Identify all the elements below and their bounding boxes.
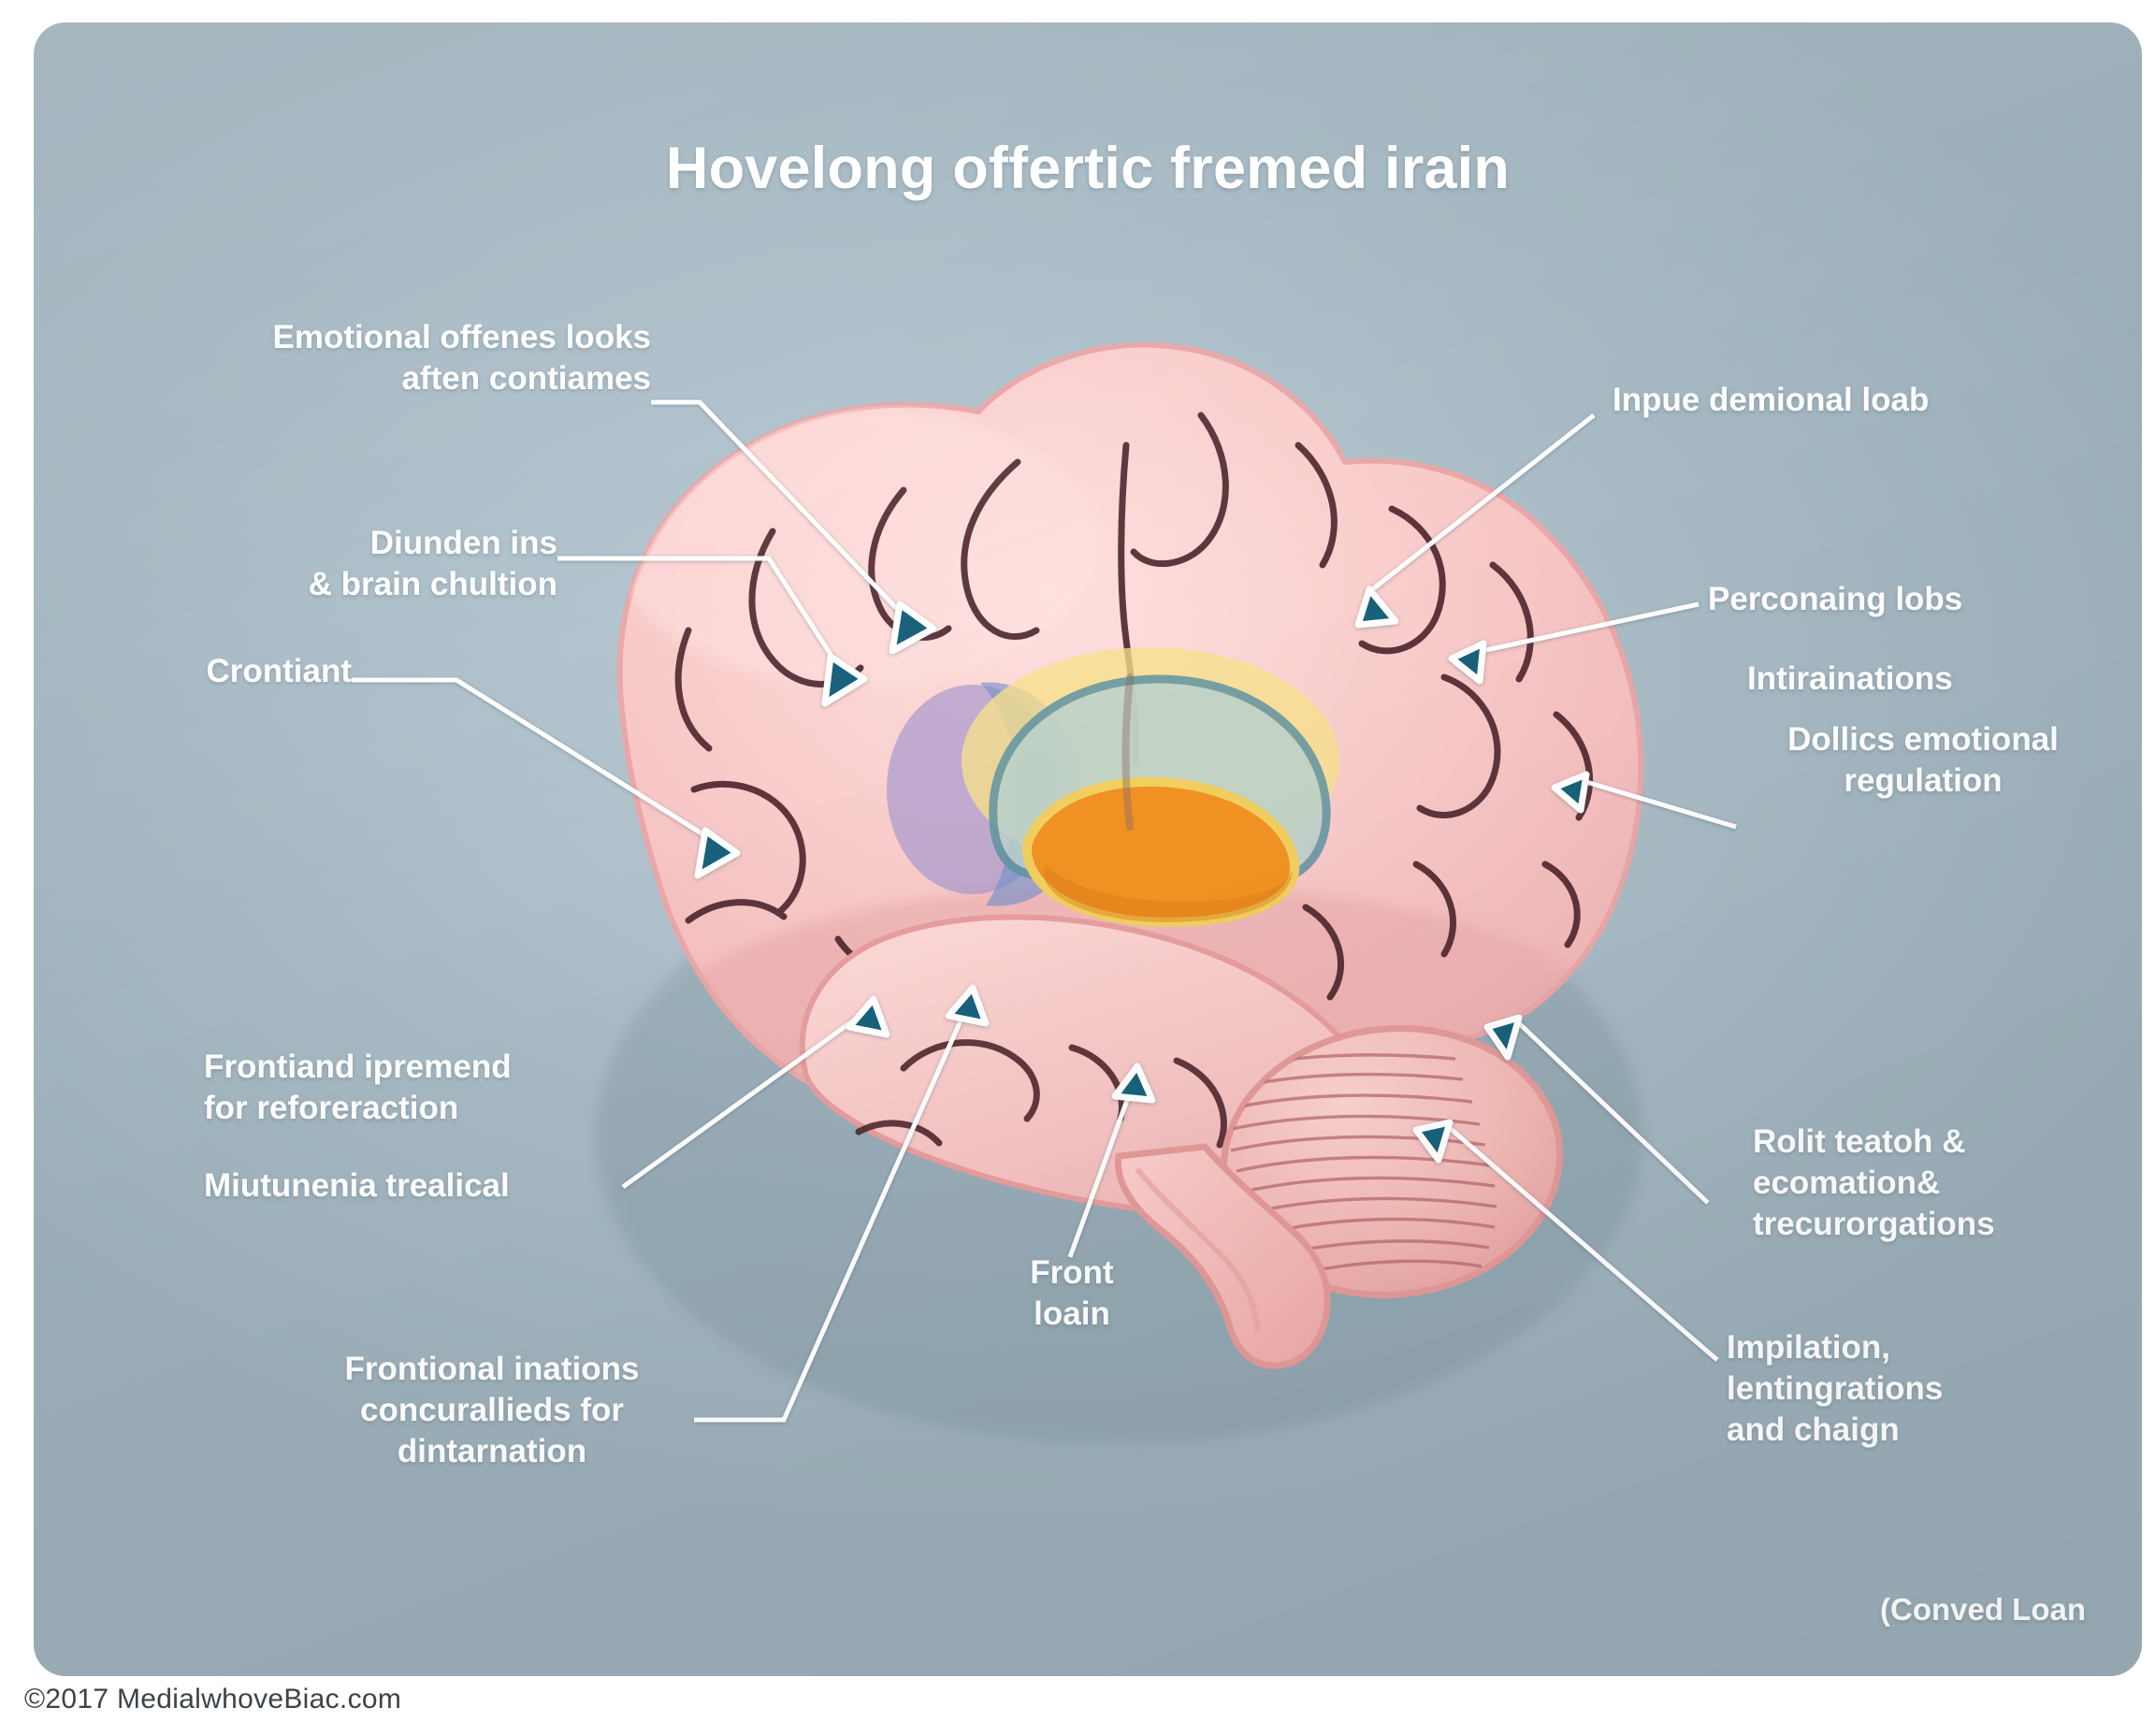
leader-emotional-offenes: [651, 399, 937, 655]
label-frontional-inations: Frontional inations concurallieds for di…: [344, 1351, 640, 1470]
brain-illustration: [595, 341, 1644, 1444]
label-perconaing-lobs: Perconaing lobs: [1708, 581, 1963, 617]
label-front-loain: Front loain: [1030, 1254, 1114, 1333]
leader-front-loain: [1067, 1063, 1156, 1258]
leader-inpue-demional-loab: [1354, 413, 1596, 629]
page-title: Hovelong offertic fremed irain: [665, 136, 1511, 201]
cerebral-cortex: [616, 341, 1644, 1216]
label-emotional-offenes: Emotional offenes looks aften contiames: [272, 319, 652, 398]
callout-leaders: [352, 399, 1737, 1423]
leader-rolit-teatoh: [1483, 1014, 1710, 1205]
leader-dollics-emotional-regulation: [1551, 771, 1737, 830]
sulci-lines: [674, 412, 1594, 1081]
cerebellum-striations: [1226, 1053, 1497, 1274]
leader-diunden-ins: [557, 556, 868, 707]
leader-frontional-inations: [694, 984, 990, 1423]
label-diunden-ins: Diunden ins & brain chultion: [308, 525, 557, 603]
limbic-orange-core: [1021, 776, 1300, 928]
label-impilation: Impilation, lentingrations and chaign: [1727, 1329, 1944, 1449]
label-frontiand-ipremend: Frontiand ipremend for reforeraction: [204, 1049, 512, 1127]
label-dollics-emotional-regulation: Dollics emotional regulation: [1787, 721, 2059, 800]
brainstem: [1115, 1143, 1331, 1369]
label-miutunenia-trealical: Miutunenia trealical: [204, 1167, 510, 1204]
leader-impilation: [1412, 1119, 1719, 1362]
label-intirainations: Intirainations: [1747, 660, 1953, 697]
leader-crontiant: [352, 677, 741, 879]
label-inpue-demional-loab: Inpue demional loab: [1613, 382, 1930, 418]
leader-miutunenia-trealical: [621, 995, 890, 1190]
copyright-text: ©2017 MedialwhoveBiac.com: [24, 1684, 402, 1714]
label-rolit-teatoh: Rolit teatoh & ecomation& trecurorgation…: [1753, 1123, 1995, 1243]
label-crontiant: Crontiant: [206, 653, 352, 689]
leader-perconaing-lobs: [1448, 601, 1699, 685]
infographic-card: Hovelong offertic fremed irain Emotional…: [34, 22, 2142, 1676]
corner-note: (Conved Loan: [1880, 1592, 2086, 1627]
limbic-structures: [887, 647, 1339, 928]
